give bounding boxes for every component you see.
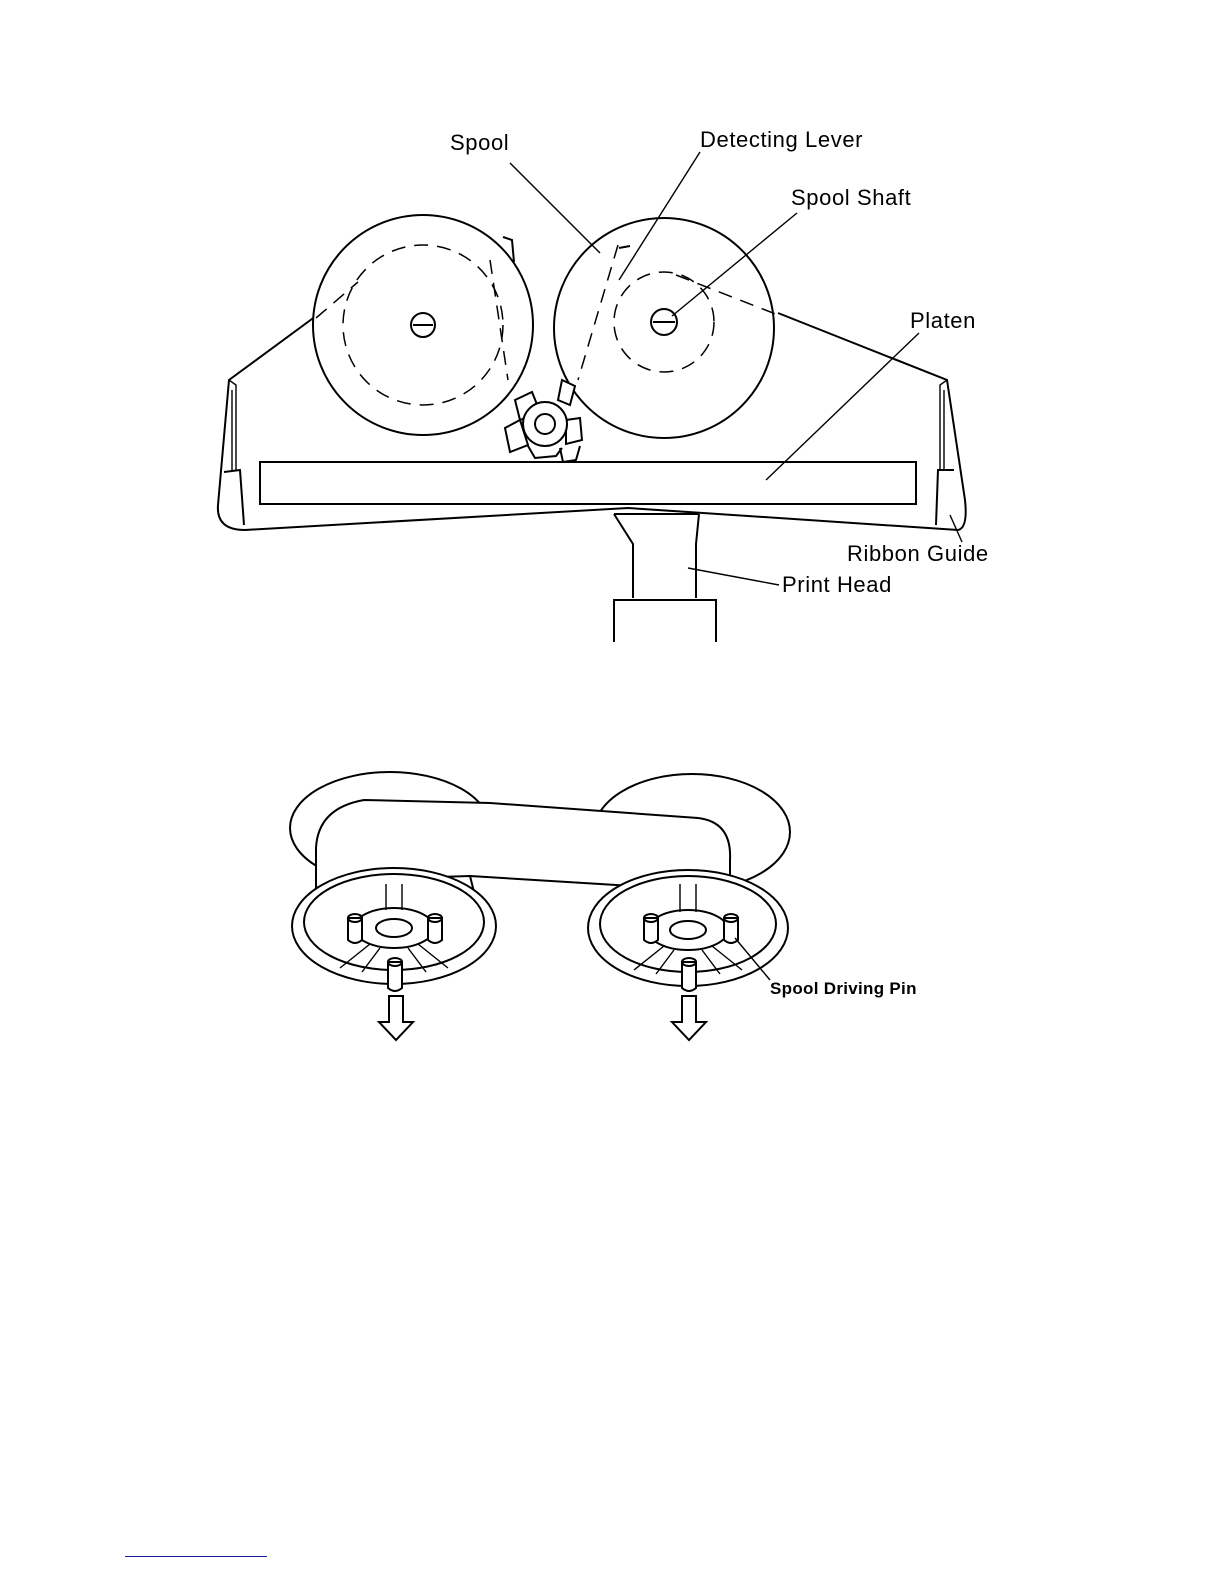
print-head xyxy=(614,514,716,642)
leader-platen xyxy=(766,333,919,480)
arrow-down-left-icon xyxy=(379,996,413,1040)
label-spool-driving-pin: Spool Driving Pin xyxy=(770,979,917,998)
spool-left xyxy=(313,215,533,435)
detecting-lever-assembly xyxy=(505,380,582,462)
spool-left-front xyxy=(292,868,496,991)
label-spool: Spool xyxy=(450,130,509,155)
spool-right-front xyxy=(588,870,788,991)
ribbon-cartridge-perspective-view: Spool Driving Pin xyxy=(290,772,917,1040)
platen xyxy=(260,462,916,504)
footer-rule xyxy=(125,1556,267,1557)
label-detecting-lever: Detecting Lever xyxy=(700,127,863,152)
arrow-down-right-icon xyxy=(672,996,706,1040)
label-platen: Platen xyxy=(910,308,976,333)
label-ribbon-guide: Ribbon Guide xyxy=(847,541,989,566)
ribbon-cartridge-top-view: Spool Detecting Lever Spool Shaft Platen… xyxy=(218,127,989,642)
label-print-head: Print Head xyxy=(782,572,892,597)
leader-spool xyxy=(510,163,600,253)
label-spool-shaft: Spool Shaft xyxy=(791,185,911,210)
spool-right xyxy=(554,218,778,438)
leader-print-head xyxy=(688,568,779,585)
